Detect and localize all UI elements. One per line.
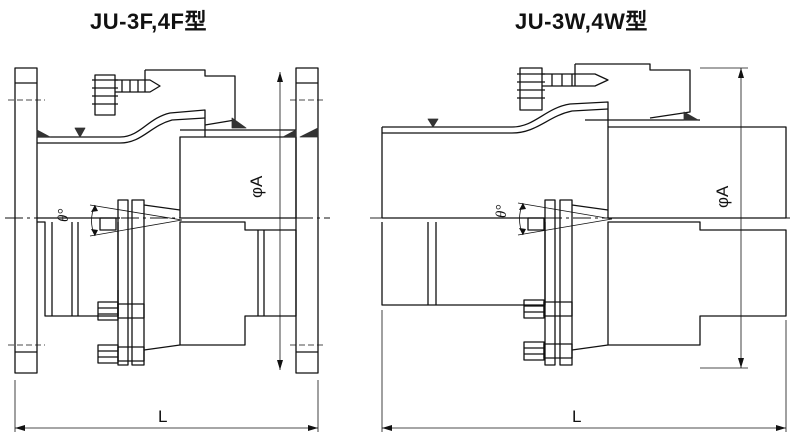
flanged-joint-drawing	[5, 67, 330, 432]
right-length-label: L	[572, 407, 581, 426]
lower-bolts	[97, 217, 145, 364]
welded-joint-drawing	[370, 63, 790, 432]
left-length-label: L	[158, 407, 167, 426]
right-drawing-title: JU-3W,4W型	[515, 9, 648, 34]
right-angle-label: θ°	[494, 205, 510, 218]
left-angle-label: θ°	[56, 209, 72, 222]
left-drawing-title: JU-3F,4F型	[90, 9, 207, 34]
right-flange	[295, 67, 319, 374]
left-diameter-label: φA	[247, 175, 266, 198]
left-flange	[14, 67, 38, 374]
right-diameter-label: φA	[713, 185, 732, 208]
